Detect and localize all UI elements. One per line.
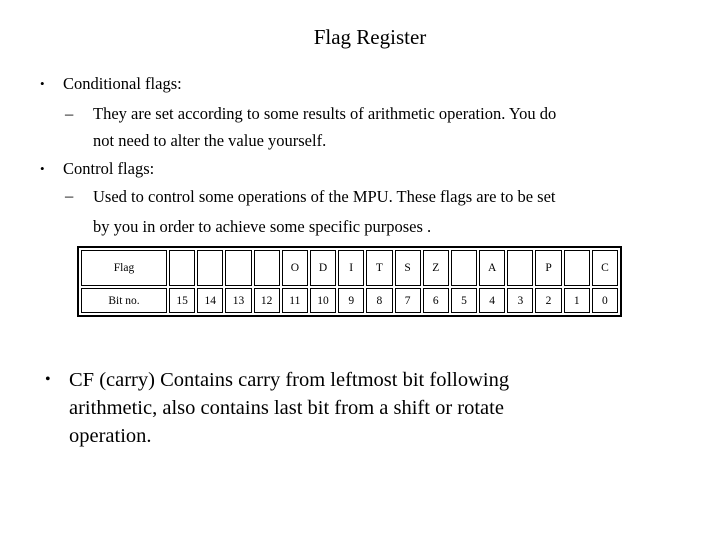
flag-cell-10: D [309,250,337,286]
bit-cell-2: 2 [535,288,562,313]
flag-cell-5 [450,250,478,286]
table-row-flags: Flag O D I T S Z A P C [81,250,618,286]
bullet-cf-carry: • CF (carry) Contains carry from leftmos… [0,366,720,450]
flag-cell-2: P [535,250,562,286]
text-line: not need to alter the value yourself. [93,131,327,150]
subbullet-control-flags: – Used to control some operations of the… [0,182,720,242]
bit-cell-5: 5 [450,288,478,313]
flag-cell-1 [563,250,590,286]
subbullet-text: Used to control some operations of the M… [93,182,556,242]
dash-icon: – [65,186,74,205]
bit-cell-7: 7 [394,288,421,313]
text-line: Used to control some operations of the M… [93,187,556,206]
bullet-label: Conditional flags: [63,74,182,93]
subbullet-conditional-flags: – They are set according to some results… [0,100,720,154]
bit-cell-3: 3 [507,288,534,313]
bit-cell-0: 0 [591,288,618,313]
bullet-text: CF (carry) Contains carry from leftmost … [69,366,509,450]
table-row-bit-numbers: Bit no. 15 14 13 12 11 10 9 8 7 6 5 4 3 … [81,288,618,313]
bit-cell-12: 12 [253,288,280,313]
text-line: They are set according to some results o… [93,104,557,123]
flag-cell-13 [225,250,252,286]
flag-cell-7: S [394,250,421,286]
bit-cell-10: 10 [309,288,337,313]
bit-row-label: Bit no. [81,288,167,313]
bit-cell-9: 9 [338,288,365,313]
flag-row-label: Flag [81,250,167,286]
bit-cell-6: 6 [422,288,449,313]
bit-cell-15: 15 [169,288,196,313]
flag-cell-6: Z [422,250,449,286]
text-line: by you in order to achieve some specific… [93,217,432,236]
bit-cell-14: 14 [197,288,224,313]
flag-cell-11: O [281,250,308,286]
bullet-conditional-flags: • Conditional flags: [0,71,720,97]
text-line: arithmetic, also contains last bit from … [69,397,504,419]
text-line: CF (carry) Contains carry from leftmost … [69,369,510,391]
bit-cell-4: 4 [479,288,506,313]
flag-cell-14 [197,250,224,286]
flag-cell-12 [253,250,280,286]
bit-cell-8: 8 [366,288,393,313]
bullet-icon: • [40,161,45,176]
bullet-label: Control flags: [63,159,155,178]
flag-cell-0: C [591,250,618,286]
text-line: operation. [69,425,152,447]
bit-cell-11: 11 [281,288,308,313]
flag-cell-4: A [479,250,506,286]
bit-cell-13: 13 [225,288,252,313]
dash-icon: – [65,104,74,123]
flag-cell-15 [169,250,196,286]
bullet-control-flags: • Control flags: [0,156,720,182]
flag-cell-8: T [366,250,393,286]
flag-cell-9: I [338,250,365,286]
flag-cell-3 [507,250,534,286]
flag-register-table: Flag O D I T S Z A P C Bit no. 15 14 13 … [77,246,622,317]
bullet-icon: • [40,76,45,91]
subbullet-text: They are set according to some results o… [93,100,556,154]
page-title: Flag Register [313,25,427,49]
bullet-icon: • [45,371,51,388]
bit-cell-1: 1 [563,288,590,313]
